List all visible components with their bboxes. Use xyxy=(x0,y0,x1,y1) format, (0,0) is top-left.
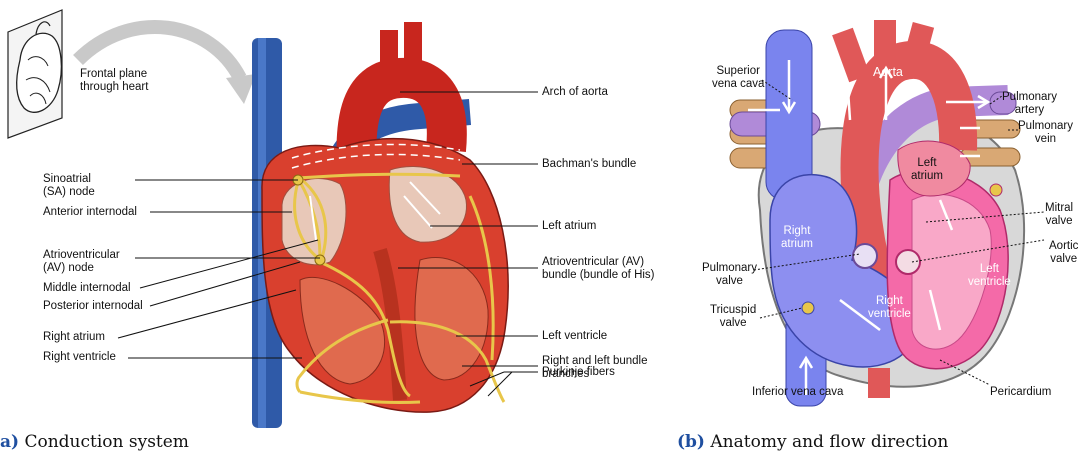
label-superior-vena-cava: Superior vena cava xyxy=(712,65,764,91)
label-pericardium: Pericardium xyxy=(990,386,1051,399)
caption-a: a) Conduction system xyxy=(0,432,189,452)
label-right-ventricle-b: Right ventricle xyxy=(868,295,911,321)
label-left-atrium-a: Left atrium xyxy=(542,220,596,233)
label-tricuspid-valve: Tricuspid valve xyxy=(710,304,756,330)
label-frontal-plane: Frontal plane through heart xyxy=(80,68,148,94)
label-av-node: Atrioventricular (AV) node xyxy=(43,249,120,275)
label-left-ventricle-a: Left ventricle xyxy=(542,330,607,343)
label-pulmonary-valve: Pulmonary valve xyxy=(702,262,757,288)
label-posterior-internodal: Posterior internodal xyxy=(43,300,143,313)
label-purkinje-fibers: Purkinje fibers xyxy=(542,366,615,379)
label-av-bundle: Atrioventricular (AV) bundle (bundle of … xyxy=(542,256,655,282)
panel-conduction-system: Frontal plane through heart Arch of aort… xyxy=(0,0,700,463)
label-right-atrium-a: Right atrium xyxy=(43,331,105,344)
label-bachmans-bundle: Bachman's bundle xyxy=(542,158,636,171)
label-arch-of-aorta: Arch of aorta xyxy=(542,86,608,99)
label-aorta: Aorta xyxy=(873,66,903,79)
caption-a-tag: a) xyxy=(0,432,19,452)
label-right-ventricle-a: Right ventricle xyxy=(43,351,116,364)
label-inferior-vena-cava: Inferior vena cava xyxy=(752,386,843,399)
frontal-plane-inset xyxy=(8,10,62,138)
caption-b-text: Anatomy and flow direction xyxy=(710,432,948,452)
panel-anatomy-flow: Superior vena cava Aorta Pulmonary arter… xyxy=(690,0,1089,463)
label-left-ventricle-b: Left ventricle xyxy=(968,263,1011,289)
caption-b-tag: (b) xyxy=(677,432,705,452)
caption-a-text: Conduction system xyxy=(24,432,188,452)
label-pulmonary-artery: Pulmonary artery xyxy=(1002,91,1057,117)
label-aortic-valve: Aortic valve xyxy=(1049,240,1078,266)
label-mitral-valve: Mitral valve xyxy=(1045,202,1073,228)
label-pulmonary-vein: Pulmonary vein xyxy=(1018,120,1073,146)
label-left-atrium-b: Left atrium xyxy=(911,157,943,183)
label-right-atrium-b: Right atrium xyxy=(781,225,813,251)
label-middle-internodal: Middle internodal xyxy=(43,282,131,295)
caption-b: (b) Anatomy and flow direction xyxy=(677,432,948,452)
label-sinoatrial-node: Sinoatrial (SA) node xyxy=(43,173,95,199)
label-anterior-internodal: Anterior internodal xyxy=(43,206,137,219)
